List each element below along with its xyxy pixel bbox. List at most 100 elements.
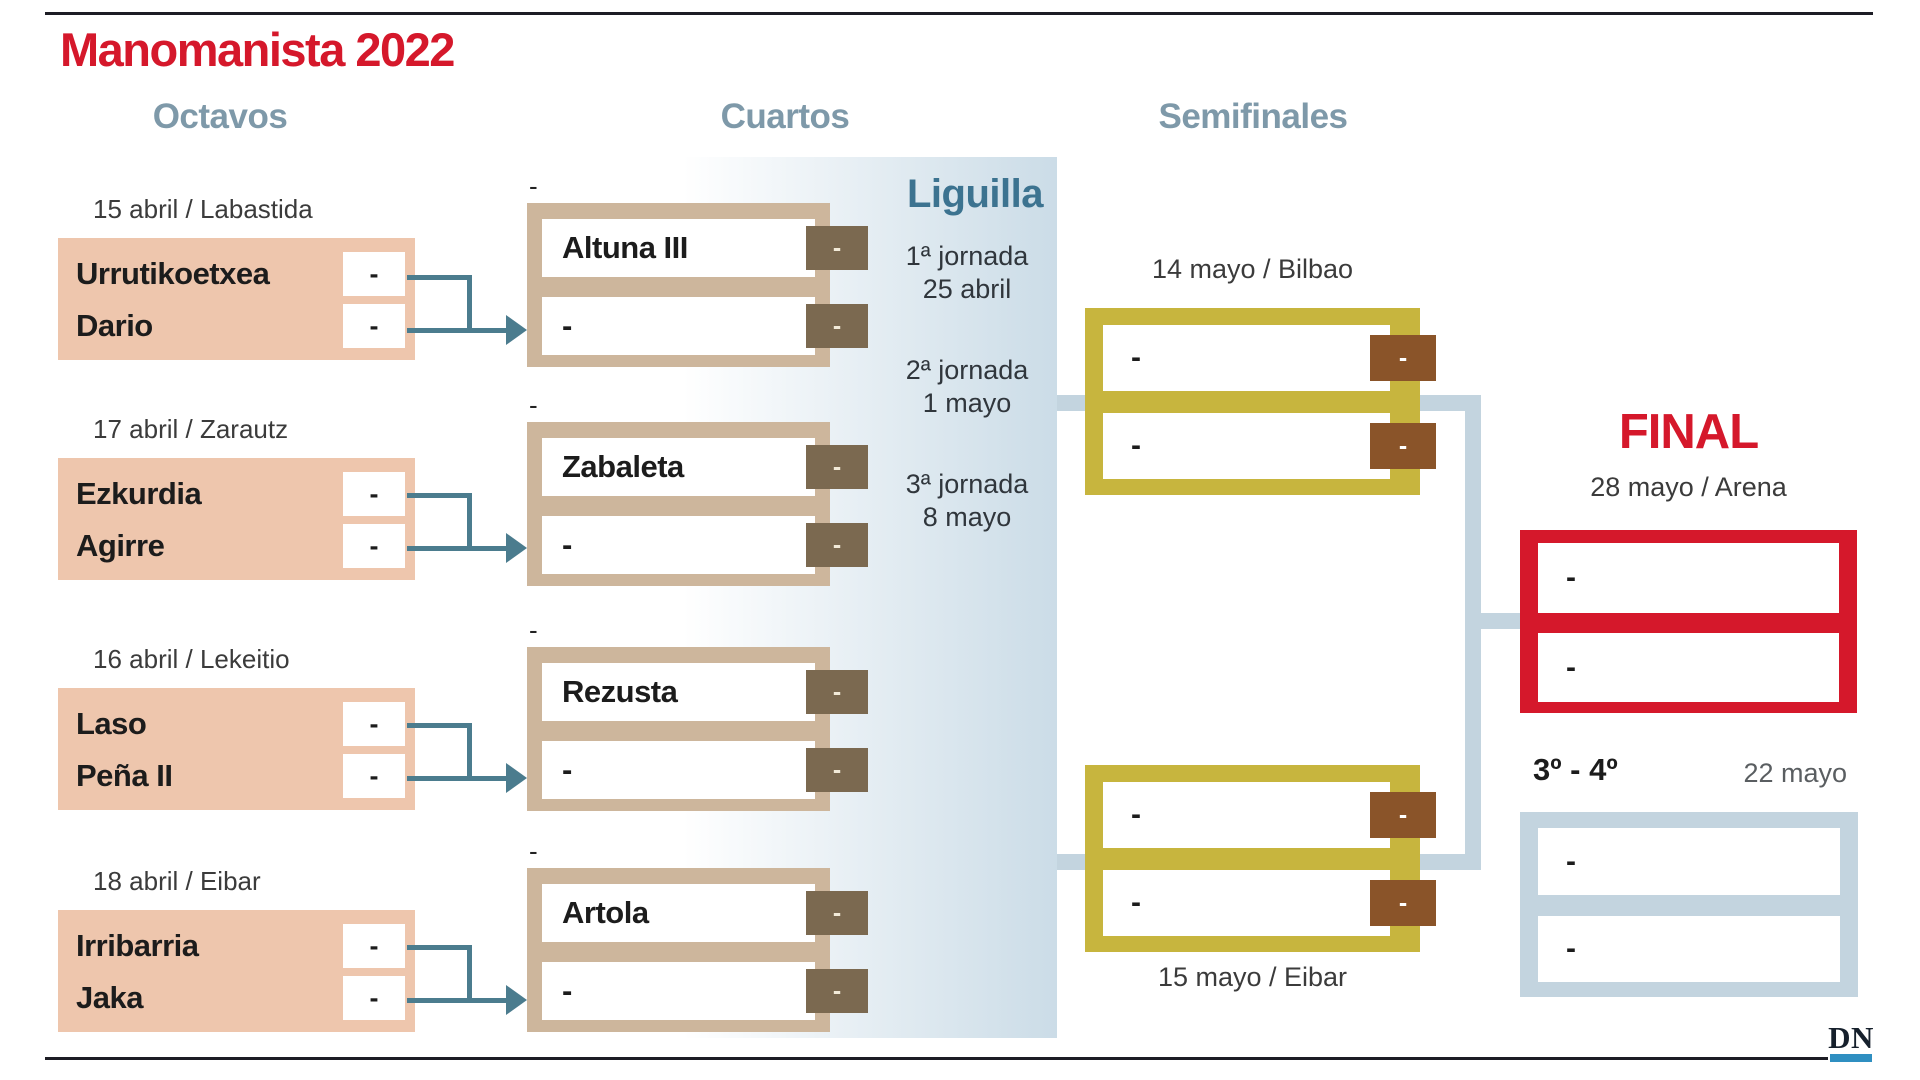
score-box: - [343,252,405,296]
jornada-date: 25 abril [922,274,1012,304]
jornada-date: 8 mayo [922,502,1012,532]
match-note: - [529,390,538,420]
player-name: Altuna III [542,219,815,277]
jornada-item: 2ª jornada 1 mayo [867,354,1067,420]
score-box: - [806,969,868,1013]
connector-line [467,723,472,780]
bracket-connector [1465,395,1481,870]
match-box: - - - - [1085,308,1436,495]
top-rule [45,12,1873,15]
score-box: - [343,976,405,1020]
player-name: - [1103,413,1390,479]
column-header-cuartos: Cuartos [720,97,850,136]
arrow-icon [506,315,527,345]
player-name: Ezkurdia [76,476,202,511]
cuartos-match-2: - Zabaleta - - - [527,390,868,586]
player-name: - [1103,325,1390,391]
column-header-octavos: Octavos [152,97,288,136]
match-box: - - - - [1085,765,1436,952]
score-box: - [806,891,868,935]
octavos-match-2: 17 abril / Zarautz Ezkurdia Agirre - - [58,414,415,580]
semifinal-match-2: - - - - 15 mayo / Eibar [1085,765,1437,992]
score-box: - [806,304,868,348]
player-name: - [542,516,815,574]
match-date: 17 abril / Zarautz [93,414,289,444]
score-box: - [806,523,868,567]
match-note: - [529,171,538,201]
player-name: - [1103,782,1390,848]
player-name: Urrutikoetxea [76,256,270,291]
cuartos-match-4: - Artola - - - [527,836,868,1032]
match-box: Urrutikoetxea Dario - - [58,238,415,360]
jornada-item: 1ª jornada 25 abril [867,240,1067,306]
player-name: - [542,297,815,355]
match-date: 15 mayo / Eibar [1157,962,1348,992]
player-name: - [1538,916,1840,982]
player-name: Jaka [76,980,143,1015]
match-box: Artola - - - [527,868,868,1032]
connector-line [407,328,508,333]
score-box: - [806,445,868,489]
final-box: - - [1520,530,1857,713]
player-name: - [1103,870,1390,936]
player-name: - [1538,633,1839,702]
player-name: Rezusta [542,663,815,721]
connector-line [407,945,472,950]
third-place-date: 22 mayo [1743,758,1847,788]
score-box: - [343,754,405,798]
player-name: - [1538,828,1840,895]
arrow-icon [506,985,527,1015]
connector-line [407,493,472,498]
score-box: - [343,524,405,568]
page-title: Manomanista 2022 [60,23,455,76]
column-header-semifinales: Semifinales [1158,97,1348,136]
match-box: Zabaleta - - - [527,422,868,586]
third-place-title: 3º - 4º [1533,752,1618,787]
player-name: Irribarria [76,928,199,963]
bracket-connector [1481,613,1521,629]
match-box: Laso Peña II - - [58,688,415,810]
connector-line [407,998,508,1003]
jornada-item: 3ª jornada 8 mayo [867,468,1067,534]
jornada-label: 3ª jornada [905,469,1029,499]
semifinal-match-1: 14 mayo / Bilbao - - - - [1085,254,1437,495]
final-date: 28 mayo / Arena [1590,472,1787,502]
score-box: - [1370,880,1436,926]
match-note: - [529,836,538,866]
octavos-match-4: 18 abril / Eibar Irribarria Jaka - - [58,866,415,1032]
connector-line [467,493,472,550]
match-box: Altuna III - - - [527,203,868,367]
score-box: - [343,924,405,968]
match-box: Rezusta - - - [527,647,868,811]
bottom-rule [45,1057,1828,1060]
connector-line [407,776,508,781]
octavos-match-1: 15 abril / Labastida Urrutikoetxea Dario… [58,194,415,360]
player-name: Artola [542,884,815,942]
connector-line [407,275,472,280]
player-name: Agirre [76,528,165,563]
match-date: 16 abril / Lekeitio [93,644,290,674]
cuartos-match-3: - Rezusta - - - [527,615,868,811]
score-box: - [343,702,405,746]
match-date: 15 abril / Labastida [93,194,313,224]
player-name: - [542,962,815,1020]
player-name: Zabaleta [542,438,815,496]
match-date: 18 abril / Eibar [93,866,261,896]
score-box: - [343,304,405,348]
liguilla-title: Liguilla [907,172,1044,216]
score-box: - [1370,792,1436,838]
score-box: - [806,748,868,792]
player-name: Dario [76,308,153,343]
match-box: Ezkurdia Agirre - - [58,458,415,580]
connector-line [407,723,472,728]
player-name: - [1538,543,1839,613]
match-note: - [529,615,538,645]
arrow-icon [506,763,527,793]
connector-line [407,546,508,551]
dn-logo-underline [1830,1054,1872,1062]
score-box: - [1370,335,1436,381]
cuartos-match-1: - Altuna III - - - [527,171,868,367]
arrow-icon [506,533,527,563]
bracket-connector [1057,854,1087,870]
